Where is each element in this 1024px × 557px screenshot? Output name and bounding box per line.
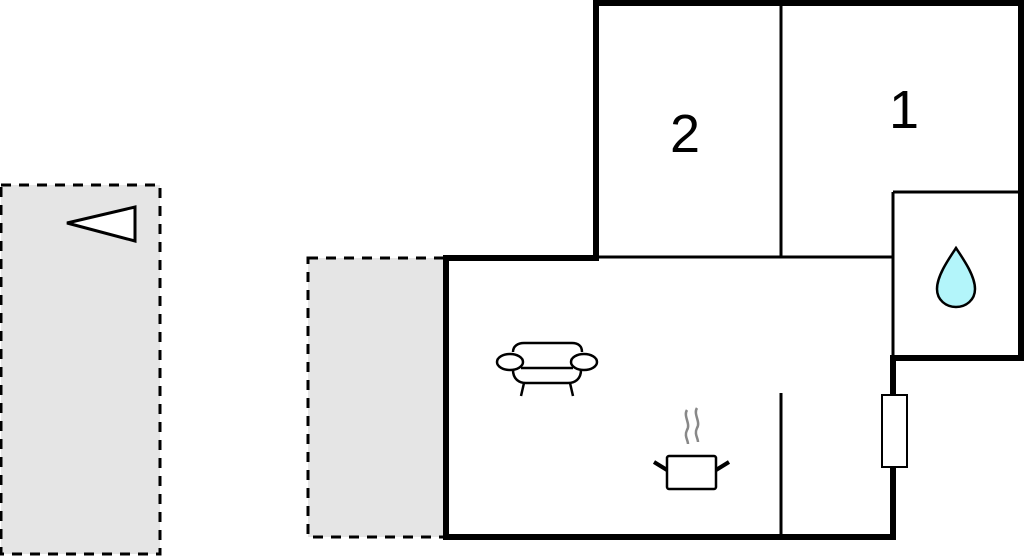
room-label-2: 2 bbox=[670, 104, 700, 164]
interior-walls bbox=[596, 3, 1021, 537]
window bbox=[881, 394, 908, 468]
sofa-icon bbox=[495, 341, 599, 397]
exterior-walls bbox=[443, 0, 1024, 540]
room-label-1: 1 bbox=[889, 80, 919, 140]
water-drop-icon bbox=[935, 245, 977, 309]
outdoor-area-entry bbox=[306, 256, 448, 539]
triangle-marker-icon bbox=[66, 205, 137, 243]
cooking-pot-icon bbox=[652, 407, 731, 491]
outdoor-area-left bbox=[0, 183, 162, 556]
